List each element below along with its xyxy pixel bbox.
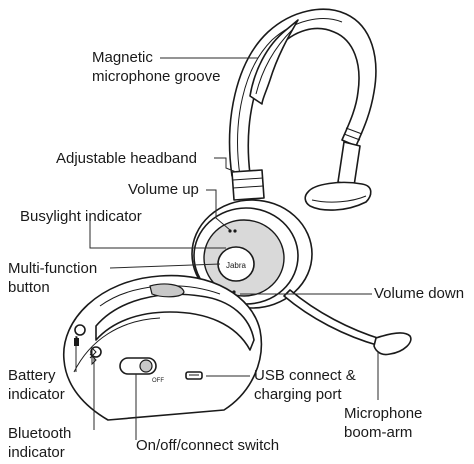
label-adjustable-headband: Adjustable headband bbox=[56, 150, 197, 167]
battery-icon bbox=[74, 336, 79, 346]
ear-cup: Jabra bbox=[191, 199, 313, 309]
bluetooth-icon bbox=[89, 346, 97, 366]
label-bluetooth: Bluetooth indicator bbox=[8, 425, 72, 461]
label-volume-up: Volume up bbox=[128, 181, 199, 198]
zoom-detail: OFF bbox=[63, 274, 263, 421]
leader-lines bbox=[75, 57, 379, 440]
label-multi-function: Multi-function button bbox=[8, 260, 98, 296]
onoff-switch-knob bbox=[139, 359, 153, 373]
temple-pad bbox=[304, 141, 372, 211]
label-battery: Battery indicator bbox=[8, 367, 65, 403]
label-microphone-boom: Microphone boom-arm bbox=[344, 405, 423, 441]
switch-off-label: OFF bbox=[152, 378, 164, 384]
magnetic-groove bbox=[249, 19, 299, 105]
label-magnetic-groove: Magnetic microphone groove bbox=[92, 49, 221, 85]
brand-logo: Jabra bbox=[226, 261, 247, 270]
microphone-boom bbox=[283, 289, 412, 356]
battery-led bbox=[74, 324, 86, 336]
label-usb: USB connect & charging port bbox=[254, 367, 356, 403]
headband-slider bbox=[231, 169, 265, 201]
label-volume-down: Volume down bbox=[374, 285, 465, 302]
label-onoff-switch: On/off/connect switch bbox=[136, 437, 280, 454]
label-busylight: Busylight indicator bbox=[20, 208, 142, 225]
